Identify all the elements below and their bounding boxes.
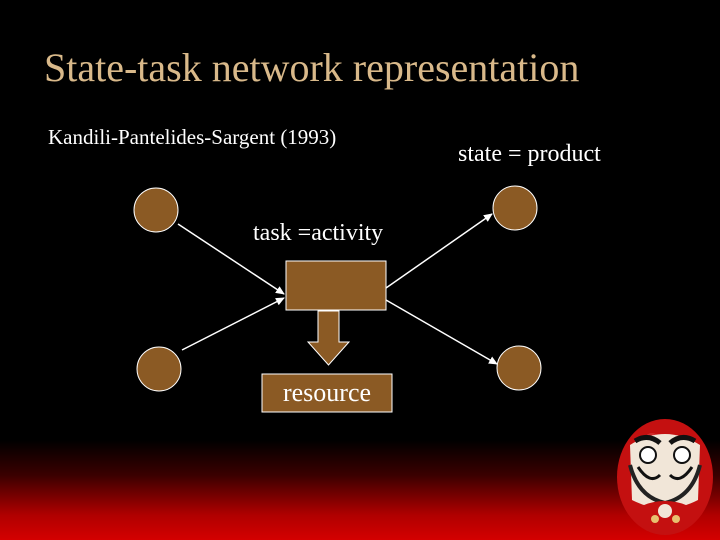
red-gradient-background [0, 440, 720, 540]
task-definition-label: task =activity [253, 220, 384, 246]
state-node-output-top [492, 185, 538, 231]
resource-label: resource [282, 378, 372, 407]
state-definition-label: state = product [458, 141, 601, 167]
state-node-input-bottom [136, 346, 182, 392]
slide-title: State-task network representation [44, 45, 580, 90]
daruma-doll-icon [617, 419, 713, 535]
state-node-output-bottom [496, 345, 542, 391]
resource-node [261, 373, 393, 413]
edge-input-bottom [181, 297, 285, 351]
state-node-input-top [133, 187, 179, 233]
edge-output-top [385, 213, 493, 289]
task-node [285, 260, 387, 311]
edge-output-bottom [385, 299, 498, 365]
resource-down-arrow [306, 310, 351, 366]
citation-subtitle: Kandili-Pantelides-Sargent (1993) [48, 125, 337, 149]
edge-input-top [177, 223, 285, 295]
